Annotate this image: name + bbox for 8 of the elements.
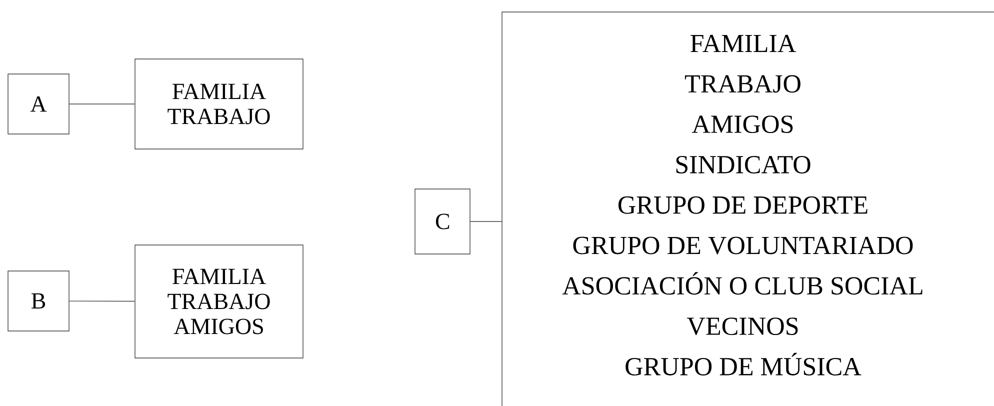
letter-box: B <box>8 270 70 332</box>
group-box: FAMILIA TRABAJO <box>134 58 304 150</box>
list-box: FAMILIA TRABAJO AMIGOS SINDICATO GRUPO DE DEPORTE GRUPO DE VOLUNTARIADO ASOCIACIÓN O CLUB SOCIAL VECINOS GRUPO DE MÚSICA <box>502 12 994 406</box>
letter-box: A <box>8 74 70 134</box>
letter-box: C <box>414 188 470 254</box>
group-box: FAMILIA TRABAJO AMIGOS <box>134 244 304 358</box>
connector-line <box>69 300 135 302</box>
connector-line <box>470 221 502 222</box>
